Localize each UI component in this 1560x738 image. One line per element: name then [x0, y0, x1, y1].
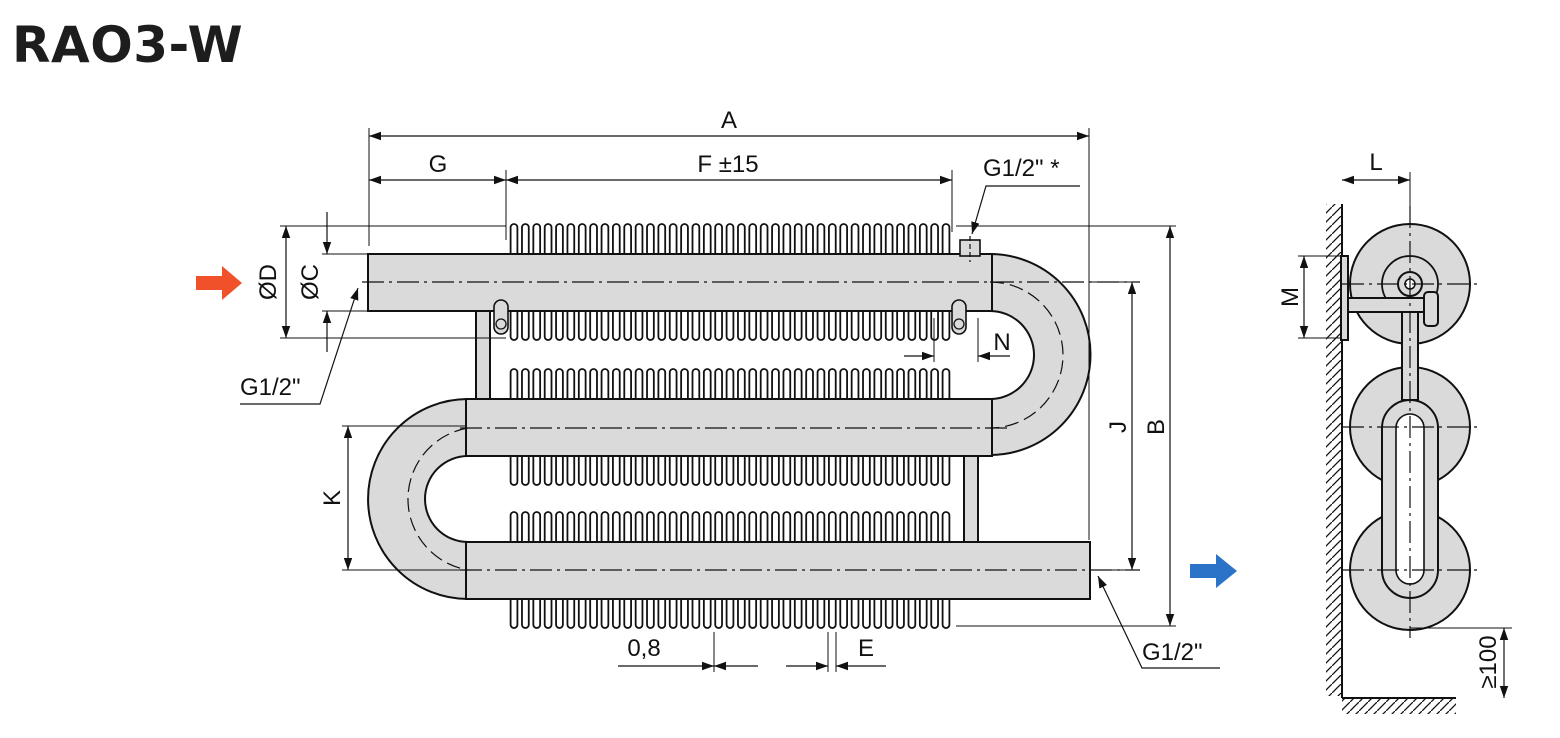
label-f: F ±15 [697, 151, 758, 178]
product-title: RAO3-W [12, 16, 244, 74]
label-outlet-thread: G1/2" [1142, 639, 1203, 666]
left-bend-hidden-line [407, 427, 469, 571]
wall-bracket-plate [1340, 255, 1349, 341]
label-d: ØD [255, 264, 282, 300]
label-m: M [1277, 287, 1304, 307]
vent-leader [971, 185, 1080, 235]
left-connector-tube [475, 307, 491, 401]
right-bend-hidden-line [989, 281, 1064, 429]
outlet-thread-leader [1097, 575, 1220, 669]
outlet-arrow-icon [1190, 554, 1237, 588]
label-vent: G1/2" * [983, 155, 1060, 182]
front-view: A G F ±15 G1/2" * ØD ØC G1/2" N [196, 107, 1237, 672]
pipe-middle [465, 398, 993, 457]
left-u-bend [367, 397, 469, 601]
label-fin-thickness: 0,8 [627, 635, 660, 662]
label-j: J [1105, 421, 1132, 433]
vent-plug [959, 236, 981, 262]
right-connector-tube [963, 451, 979, 545]
inlet-thread-leader [240, 287, 359, 405]
wall-hatch [1326, 204, 1342, 696]
label-l: L [1369, 149, 1382, 176]
label-k: K [319, 490, 346, 506]
inlet-arrow-icon [196, 266, 242, 300]
label-a: A [721, 107, 737, 134]
hook-right [951, 299, 967, 335]
label-min-floor: ≥100 [1475, 635, 1502, 688]
label-inlet-thread: G1/2" [240, 374, 301, 401]
hook-left [493, 299, 509, 335]
label-b: B [1143, 419, 1170, 435]
side-view: L M ≥100 [1277, 149, 1512, 714]
label-g: G [429, 151, 448, 178]
right-u-bend [989, 252, 1092, 457]
label-c: ØC [297, 264, 324, 300]
wall-bracket-arm [1347, 297, 1435, 313]
label-e: E [858, 635, 874, 662]
floor-hatch [1342, 698, 1456, 714]
label-n: N [993, 329, 1010, 356]
